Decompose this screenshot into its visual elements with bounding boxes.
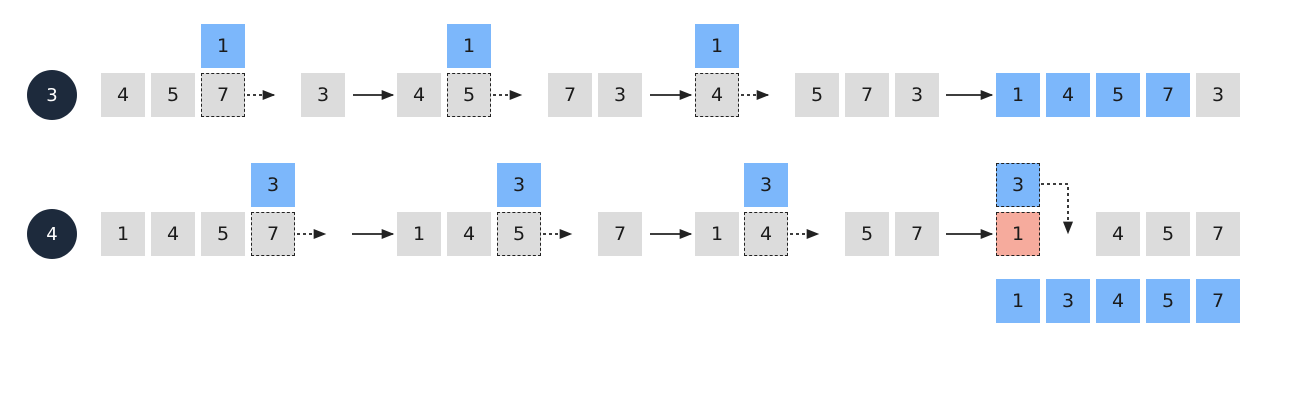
floating-key-cell: 1 [695, 24, 739, 68]
array-cell: 5 [795, 73, 839, 117]
result-cell: 4 [1096, 279, 1140, 323]
compared-cell: 5 [497, 212, 541, 256]
result-cell: 1 [996, 279, 1040, 323]
array-cell: 1 [695, 212, 739, 256]
array-cell: 3 [1196, 73, 1240, 117]
array-cell: 3 [301, 73, 345, 117]
sorted-cell: 1 [996, 73, 1040, 117]
array-cell: 4 [397, 73, 441, 117]
compared-cell: 7 [251, 212, 295, 256]
floating-key-cell: 3 [497, 163, 541, 207]
result-cell: 5 [1146, 279, 1190, 323]
array-cell: 3 [598, 73, 642, 117]
sorted-cell: 7 [1146, 73, 1190, 117]
array-cell: 1 [101, 212, 145, 256]
compared-cell: 4 [695, 73, 739, 117]
floating-key-cell: 3 [744, 163, 788, 207]
array-cell: 7 [895, 212, 939, 256]
compared-cell: 4 [744, 212, 788, 256]
step-badge-4: 4 [27, 209, 77, 259]
array-cell: 5 [151, 73, 195, 117]
array-cell: 7 [598, 212, 642, 256]
array-cell: 5 [845, 212, 889, 256]
floating-key-cell: 1 [447, 24, 491, 68]
array-cell: 7 [1196, 212, 1240, 256]
compared-cell: 5 [447, 73, 491, 117]
displaced-cell: 1 [996, 212, 1040, 256]
insert-elbow-arrow [1041, 183, 1074, 235]
array-cell: 7 [548, 73, 592, 117]
array-cell: 4 [151, 212, 195, 256]
array-cell: 4 [447, 212, 491, 256]
array-cell: 1 [397, 212, 441, 256]
compared-cell: 7 [201, 73, 245, 117]
sorted-cell: 4 [1046, 73, 1090, 117]
floating-key-cell: 3 [996, 163, 1040, 207]
array-cell: 4 [101, 73, 145, 117]
array-cell: 4 [1096, 212, 1140, 256]
array-cell: 3 [895, 73, 939, 117]
floating-key-cell: 1 [201, 24, 245, 68]
result-cell: 7 [1196, 279, 1240, 323]
floating-key-cell: 3 [251, 163, 295, 207]
step-badge-3: 3 [27, 70, 77, 120]
array-cell: 5 [201, 212, 245, 256]
array-cell: 5 [1146, 212, 1190, 256]
sorted-cell: 5 [1096, 73, 1140, 117]
result-cell: 3 [1046, 279, 1090, 323]
array-cell: 7 [845, 73, 889, 117]
